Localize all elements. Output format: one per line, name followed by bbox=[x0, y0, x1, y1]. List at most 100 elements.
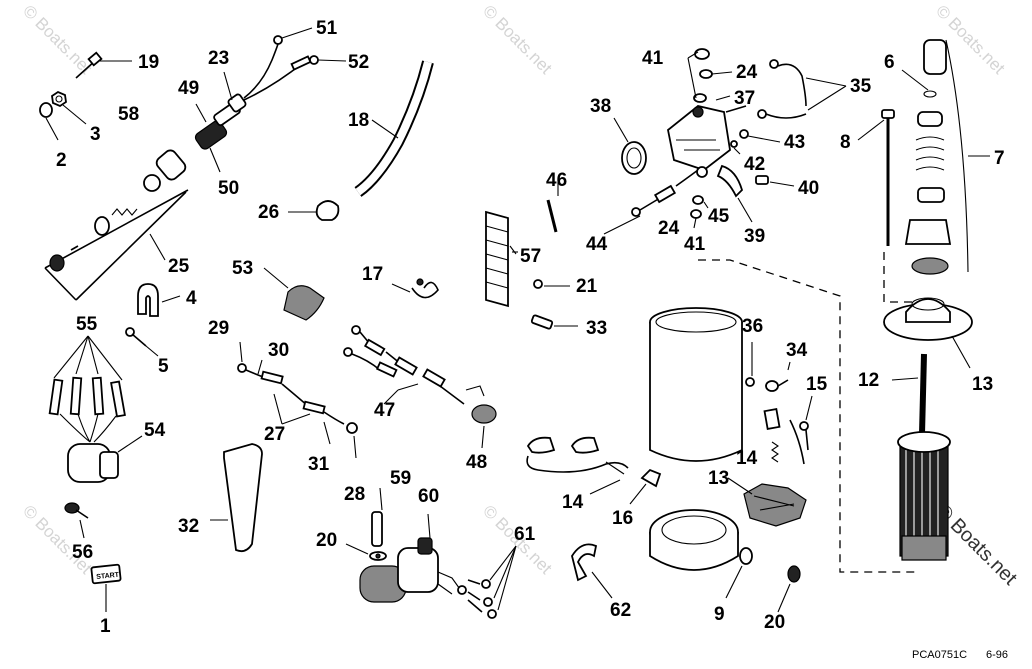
part-screw-5 bbox=[125, 327, 159, 357]
part-bracket-39 bbox=[716, 164, 753, 223]
part-armature-12 bbox=[891, 353, 951, 561]
callout-14b: 14 bbox=[562, 492, 584, 513]
callout-25: 25 bbox=[168, 256, 190, 277]
part-nuts-41-24 bbox=[687, 48, 733, 103]
part-screw-59 bbox=[371, 487, 383, 547]
callout-24b: 24 bbox=[658, 218, 680, 239]
callout-1: 1 bbox=[100, 616, 111, 637]
callout-19: 19 bbox=[138, 52, 159, 73]
part-screw-46 bbox=[546, 182, 559, 233]
callout-23: 23 bbox=[208, 48, 229, 69]
part-insulator-53 bbox=[263, 267, 325, 321]
callout-31: 31 bbox=[308, 454, 330, 475]
callout-46: 46 bbox=[546, 170, 567, 191]
diagram-code: PCA0751C bbox=[912, 649, 967, 661]
part-screw-33 bbox=[530, 314, 578, 330]
callout-36: 36 bbox=[742, 316, 763, 337]
callout-52: 52 bbox=[348, 52, 369, 73]
part-screw-56 bbox=[64, 502, 89, 539]
callout-7: 7 bbox=[994, 148, 1005, 169]
part-washer-42 bbox=[730, 140, 741, 155]
callout-38: 38 bbox=[590, 96, 611, 117]
callouts: 51 23 19 52 49 58 18 3 2 50 26 25 53 17 … bbox=[56, 18, 1005, 637]
callout-48: 48 bbox=[466, 452, 487, 473]
part-washer-2 bbox=[39, 102, 59, 141]
callout-60: 60 bbox=[418, 486, 439, 507]
part-cable-27-31 bbox=[237, 341, 358, 459]
part-nut-45-41 bbox=[690, 195, 709, 229]
part-drive-7 bbox=[901, 39, 990, 275]
callout-15: 15 bbox=[806, 374, 828, 395]
callout-13a: 13 bbox=[972, 374, 993, 395]
part-bracket-4 bbox=[137, 283, 181, 317]
watermark-2: © Boats.net bbox=[479, 1, 556, 78]
part-hose-18 bbox=[354, 60, 434, 197]
callout-35: 35 bbox=[850, 76, 872, 97]
part-brushes-14 bbox=[526, 436, 629, 495]
part-screw-40 bbox=[755, 175, 795, 187]
part-leads-55 bbox=[48, 335, 126, 443]
callout-54: 54 bbox=[144, 420, 166, 441]
callout-5: 5 bbox=[158, 356, 169, 377]
callout-58: 58 bbox=[118, 104, 139, 125]
callout-49: 49 bbox=[178, 78, 199, 99]
part-drive-end-cap-13 bbox=[883, 297, 973, 369]
callout-57: 57 bbox=[520, 246, 541, 267]
part-nut-3 bbox=[51, 90, 87, 125]
start-label: START bbox=[96, 572, 120, 581]
callout-14a: 14 bbox=[736, 448, 758, 469]
part-insulator-16 bbox=[629, 468, 662, 505]
callout-9: 9 bbox=[714, 604, 725, 625]
part-decal-1: START bbox=[90, 563, 122, 612]
callout-12: 12 bbox=[858, 370, 879, 391]
part-leads-61 bbox=[467, 545, 517, 619]
callout-28: 28 bbox=[344, 484, 365, 505]
callout-16: 16 bbox=[612, 508, 633, 529]
part-cable-47-48 bbox=[343, 325, 497, 449]
callout-47: 47 bbox=[374, 400, 395, 421]
part-terminal-block-57 bbox=[485, 210, 518, 308]
callout-20a: 20 bbox=[316, 530, 337, 551]
part-washer-36 bbox=[745, 342, 755, 387]
part-clamp-62 bbox=[571, 543, 613, 599]
callout-27: 27 bbox=[264, 424, 285, 445]
callout-51: 51 bbox=[316, 18, 338, 39]
part-screw-19 bbox=[75, 51, 132, 79]
part-clip-17 bbox=[391, 278, 439, 299]
part-solenoid-60 bbox=[359, 513, 467, 603]
callout-20b: 20 bbox=[764, 612, 785, 633]
callout-50: 50 bbox=[218, 178, 239, 199]
callout-61: 61 bbox=[514, 524, 536, 545]
part-screw-34 bbox=[765, 361, 791, 392]
callout-39: 39 bbox=[744, 226, 765, 247]
part-brush-springs-14 bbox=[763, 408, 805, 465]
callout-45: 45 bbox=[708, 206, 730, 227]
callout-17: 17 bbox=[362, 264, 383, 285]
footer: PCA0751C 6-96 bbox=[912, 649, 1008, 661]
assembly-lines bbox=[698, 252, 920, 573]
callout-18: 18 bbox=[348, 110, 369, 131]
callout-53: 53 bbox=[232, 258, 253, 279]
callout-59: 59 bbox=[390, 468, 411, 489]
part-washer-20 bbox=[345, 543, 387, 561]
callout-40: 40 bbox=[798, 178, 819, 199]
callout-32: 32 bbox=[178, 516, 199, 537]
part-brush-holder-13 bbox=[727, 477, 807, 527]
callout-44: 44 bbox=[586, 234, 608, 255]
callout-41a: 41 bbox=[642, 48, 664, 69]
part-cable-35 bbox=[757, 59, 847, 119]
part-end-cap bbox=[649, 509, 739, 571]
part-plunger-assy-25 bbox=[44, 149, 189, 301]
diagram-date: 6-96 bbox=[986, 649, 1008, 661]
callout-41b: 41 bbox=[684, 234, 706, 255]
part-screw-21 bbox=[533, 279, 570, 289]
part-switch-37 bbox=[667, 95, 747, 172]
callout-56: 56 bbox=[72, 542, 93, 563]
callout-13b: 13 bbox=[708, 468, 729, 489]
callout-4: 4 bbox=[186, 288, 197, 309]
callout-42: 42 bbox=[744, 154, 765, 175]
callout-21: 21 bbox=[576, 276, 598, 297]
part-housing bbox=[649, 307, 743, 462]
callout-34: 34 bbox=[786, 340, 808, 361]
